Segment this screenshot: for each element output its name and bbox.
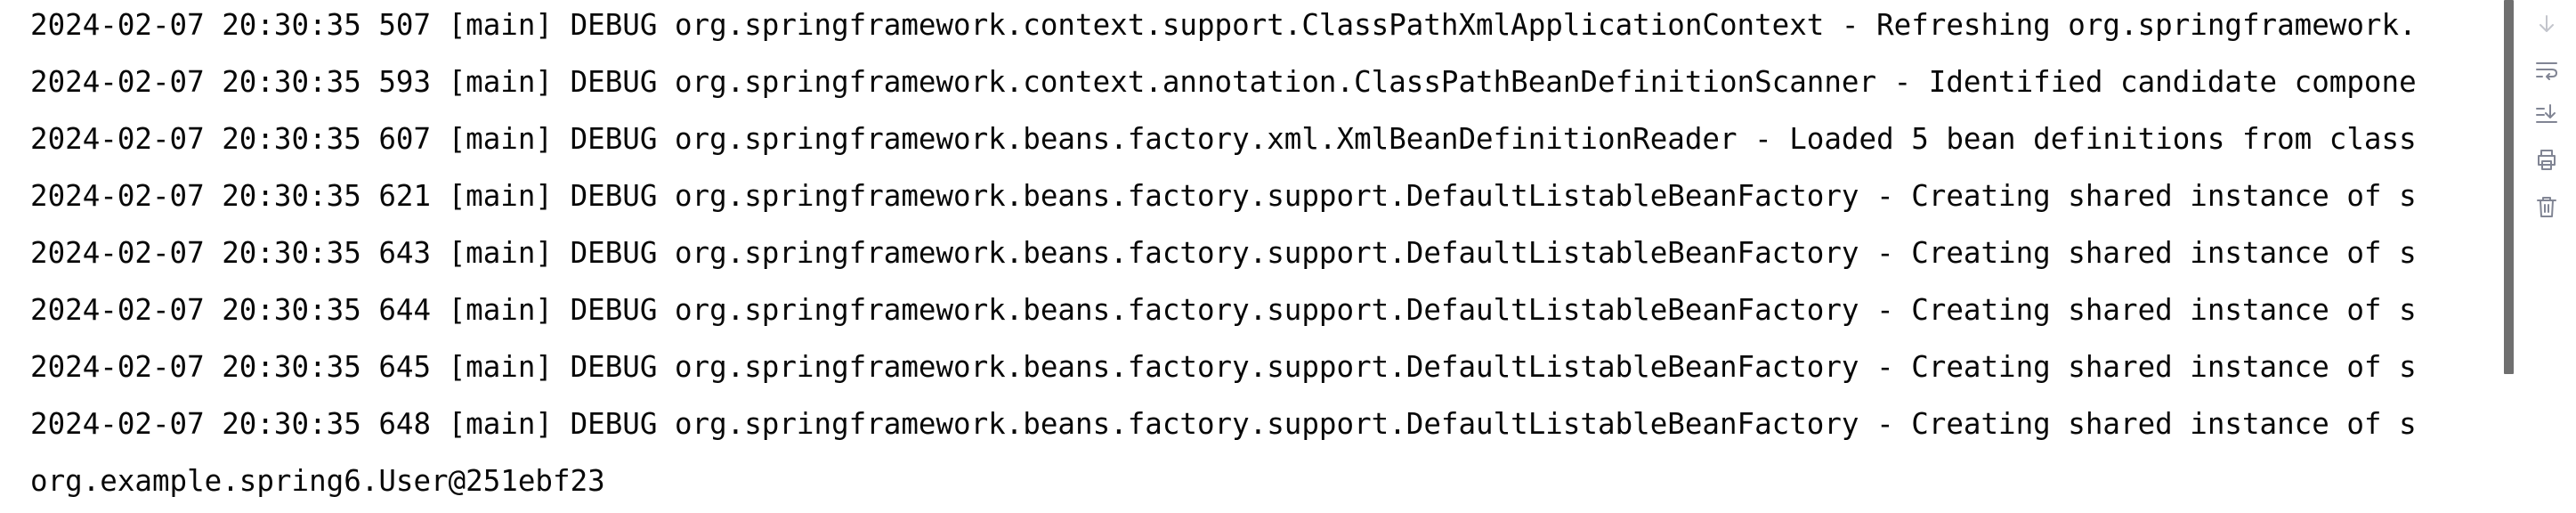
log-line: 2024-02-07 20:30:35 621 [main] DEBUG org… bbox=[30, 179, 2417, 213]
log-line: 2024-02-07 20:30:35 645 [main] DEBUG org… bbox=[30, 350, 2417, 384]
clear-all-button[interactable] bbox=[2533, 193, 2560, 220]
log-line: 2024-02-07 20:30:35 607 [main] DEBUG org… bbox=[30, 122, 2417, 156]
print-button[interactable] bbox=[2533, 146, 2560, 173]
log-line: org.example.spring6.User@251ebf23 bbox=[30, 464, 605, 498]
scroll-to-end-button[interactable] bbox=[2533, 101, 2560, 127]
scroll-up-button[interactable] bbox=[2533, 11, 2560, 37]
soft-wrap-button[interactable] bbox=[2533, 56, 2560, 83]
scroll-up-icon bbox=[2540, 15, 2554, 32]
log-line: 2024-02-07 20:30:35 593 [main] DEBUG org… bbox=[30, 65, 2417, 99]
soft-wrap-icon bbox=[2536, 62, 2557, 80]
log-line: 2024-02-07 20:30:35 643 [main] DEBUG org… bbox=[30, 236, 2417, 270]
clear-all-icon bbox=[2537, 197, 2556, 217]
console-toolbar bbox=[2517, 0, 2576, 513]
log-line: 2024-02-07 20:30:35 648 [main] DEBUG org… bbox=[30, 407, 2417, 441]
log-line: 2024-02-07 20:30:35 644 [main] DEBUG org… bbox=[30, 293, 2417, 327]
console-output[interactable]: 2024-02-07 20:30:35 507 [main] DEBUG org… bbox=[0, 0, 2504, 513]
vertical-scrollbar[interactable] bbox=[2504, 0, 2514, 374]
scroll-to-end-icon bbox=[2536, 104, 2557, 123]
print-icon bbox=[2538, 150, 2556, 170]
log-line: 2024-02-07 20:30:35 507 [main] DEBUG org… bbox=[30, 8, 2417, 42]
